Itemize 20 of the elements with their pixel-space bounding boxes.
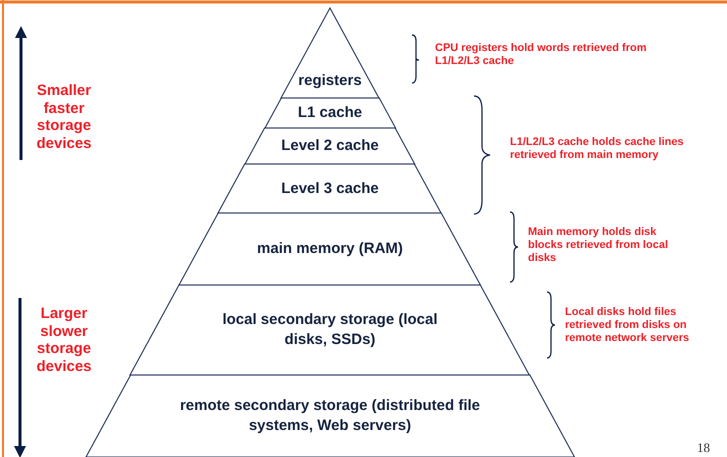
pyramid-layer [218,164,442,213]
pyramid-layer [130,285,530,375]
layer-label: registers [298,70,362,90]
layer-label: Level 2 cache [281,136,379,156]
layer-label: L1 cache [298,103,362,123]
pyramid-layer [86,375,574,457]
layer-label: local secondary storage (local disks, SSDs) [221,310,439,350]
layer-label: Level 3 cache [281,178,379,198]
pyramid-layer [264,98,396,128]
annotation: Main memory holds disk blocks retrieved from local disks [528,226,669,265]
side-note: Smaller faster storage devices [35,82,93,153]
annotation: CPU registers hold words retrieved from L1/L2/L3 cache [435,42,648,68]
annotation: L1/L2/L3 cache holds cache lines retrieved from main memory [510,136,685,162]
side-note: Larger slower storage devices [35,305,93,376]
layer-label: main memory (RAM) [257,239,403,259]
pyramid-layer [179,213,481,285]
pyramid-layer [245,128,415,164]
layer-label: remote secondary storage (distributed file systems, Web servers) [178,396,482,436]
annotation: Local disks hold files retrieved from disks on remote network servers [565,306,690,345]
page-number: 18 [697,440,711,456]
